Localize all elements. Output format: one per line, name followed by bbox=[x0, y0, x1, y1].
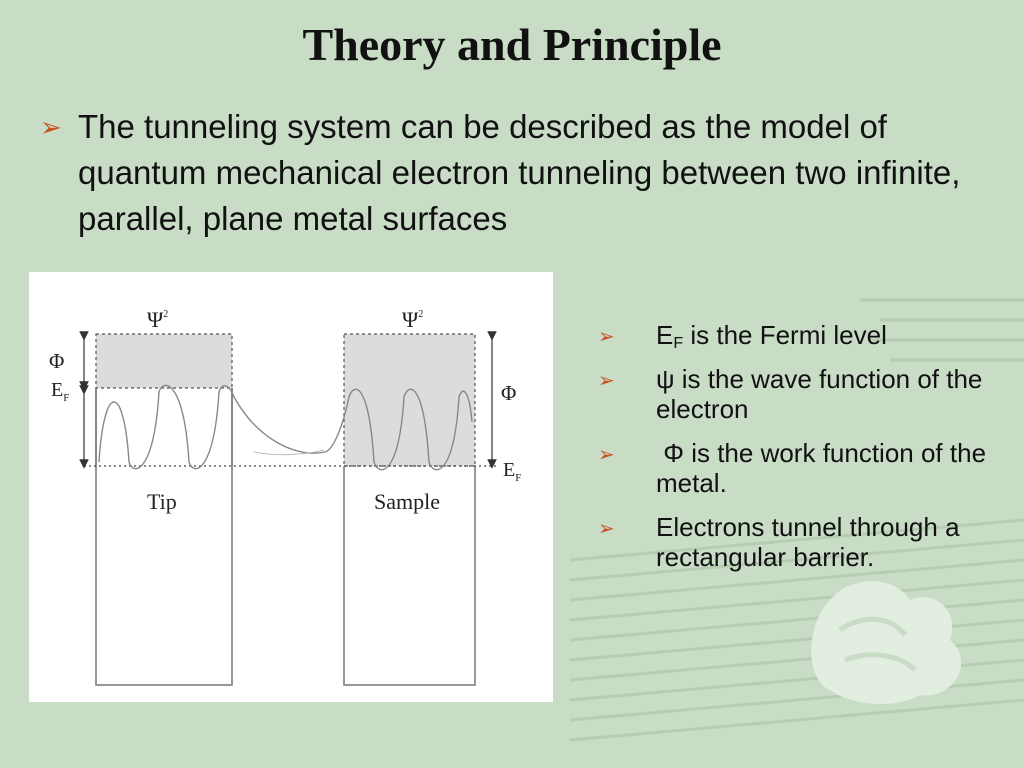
bullet-arrow-icon: ➢ bbox=[598, 518, 615, 540]
side-bullet-tunnel: ➢ Electrons tunnel through a rectangular… bbox=[598, 512, 1008, 572]
sample-block bbox=[343, 466, 476, 686]
side-bullet-wave-function: ➢ ψ is the wave function of the electron bbox=[598, 364, 1008, 424]
tip-shaded-band bbox=[95, 333, 233, 389]
side-bullet-text: ψ is the wave function of the electron bbox=[656, 364, 983, 424]
sample-shaded-band bbox=[343, 333, 476, 467]
side-bullet-text: Φ is the work function of the metal. bbox=[656, 438, 994, 498]
tunneling-diagram: Ψ2 Ψ2 Φ EF Φ EF Tip Sample bbox=[29, 272, 553, 702]
side-bullet-list: ➢ EF is the Fermi level ➢ ψ is the wave … bbox=[598, 320, 1008, 586]
side-bullet-text: EF is the Fermi level bbox=[656, 320, 887, 352]
side-bullet-text: Electrons tunnel through a rectangular b… bbox=[656, 512, 960, 572]
main-bullet-text: The tunneling system can be described as… bbox=[78, 108, 961, 237]
psi-sample-label: Ψ2 bbox=[402, 307, 423, 332]
tip-label: Tip bbox=[147, 489, 177, 514]
bullet-arrow-icon: ➢ bbox=[598, 444, 615, 466]
phi-tip-label: Φ bbox=[49, 349, 64, 373]
dragon-motif-icon bbox=[811, 581, 962, 705]
slide-title: Theory and Principle bbox=[302, 19, 722, 70]
side-bullet-fermi: ➢ EF is the Fermi level bbox=[598, 320, 1008, 352]
side-bullet-work-function: ➢ Φ is the work function of the metal. bbox=[598, 438, 1008, 498]
ef-tip-label: EF bbox=[51, 379, 69, 404]
sample-label: Sample bbox=[374, 489, 440, 514]
bullet-arrow-icon: ➢ bbox=[40, 112, 62, 142]
phi-sample-label: Φ bbox=[501, 381, 516, 405]
main-bullet: ➢ The tunneling system can be described … bbox=[40, 104, 990, 242]
ef-sample-label: EF bbox=[503, 459, 521, 484]
bullet-arrow-icon: ➢ bbox=[598, 326, 615, 348]
psi-tip-label: Ψ2 bbox=[147, 307, 168, 332]
tip-block bbox=[95, 388, 233, 686]
bullet-arrow-icon: ➢ bbox=[598, 370, 615, 392]
